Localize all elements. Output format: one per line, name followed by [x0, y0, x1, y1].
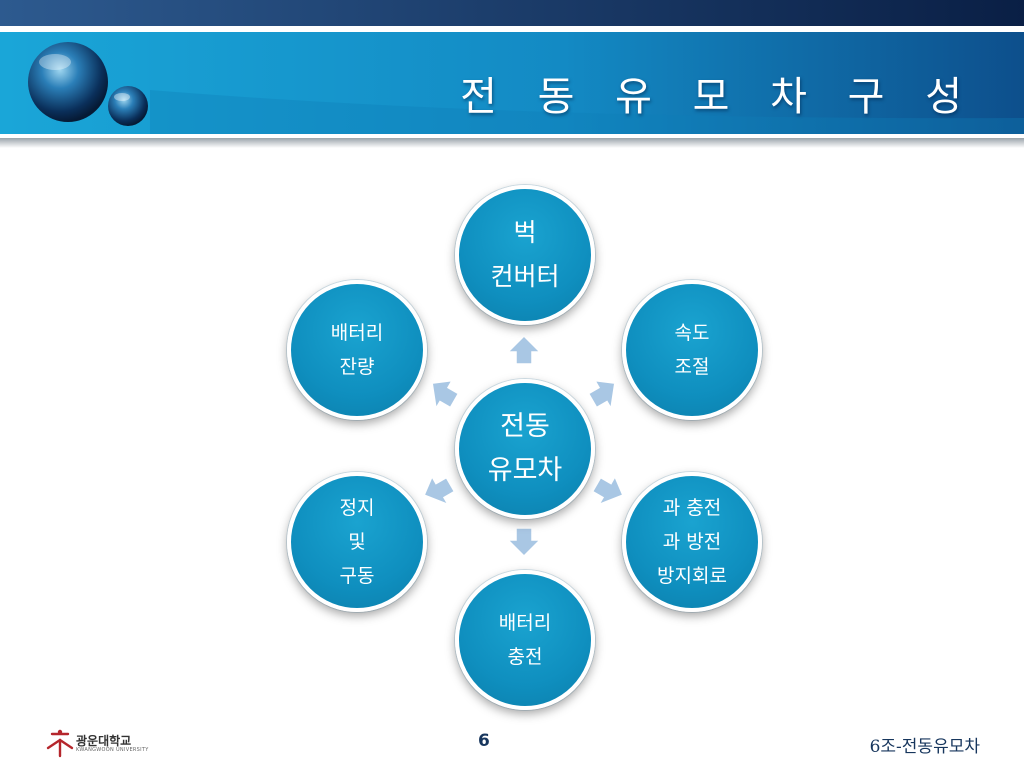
node-label-line-2: 조절 [674, 356, 710, 378]
node-protection-circuit: 과 충전 과 방전 방지회로 [622, 472, 762, 612]
arrow-upper-right [587, 379, 616, 411]
arrow-upper-left [431, 379, 460, 411]
node-battery-charging: 배터리 충전 [455, 570, 595, 710]
node-speed-control: 속도 조절 [622, 280, 762, 420]
arrow-up [506, 334, 542, 365]
university-name: 광운대학교 [76, 734, 132, 748]
node-label-line-1: 배터리 [330, 322, 384, 344]
node-label-line-1: 벅 [513, 218, 537, 247]
node-label-line-1: 정지 [339, 497, 375, 519]
center-label-line-2: 유모차 [487, 455, 563, 486]
university-name-en: KWANGWOON UNIVERSITY [76, 747, 149, 753]
node-label-line-2: 잔량 [339, 356, 375, 378]
node-label-line-3: 방지회로 [657, 565, 727, 587]
node-label-line-2: 과 방전 [662, 531, 722, 553]
page-number: 6 [478, 731, 490, 751]
node-buck-converter: 벅 컨버터 [455, 185, 595, 325]
university-logo-icon [46, 729, 74, 758]
slide-title: 전 동 유 모 차 구 성 [460, 74, 976, 120]
center-label-line-1: 전동 [500, 411, 550, 442]
node-label-line-3: 구동 [339, 565, 375, 587]
arrow-lower-left [423, 475, 456, 506]
node-battery-level: 배터리 잔량 [287, 280, 427, 420]
footer-title: 6조-전동유모차 [869, 737, 980, 757]
center-node: 전동 유모차 [455, 379, 595, 519]
arrow-lower-right [591, 475, 624, 506]
node-label-line-2: 및 [348, 531, 366, 553]
arrow-down [506, 527, 542, 558]
node-label-line-1: 배터리 [498, 612, 552, 634]
header-banner [0, 0, 1024, 148]
node-label-line-2: 컨버터 [490, 262, 560, 291]
node-stop-and-drive: 정지 및 구동 [287, 472, 427, 612]
node-label-line-1: 과 충전 [662, 497, 722, 519]
globe-logo-icon [28, 42, 148, 126]
node-label-line-2: 충전 [507, 646, 543, 668]
node-label-line-1: 속도 [674, 322, 710, 344]
